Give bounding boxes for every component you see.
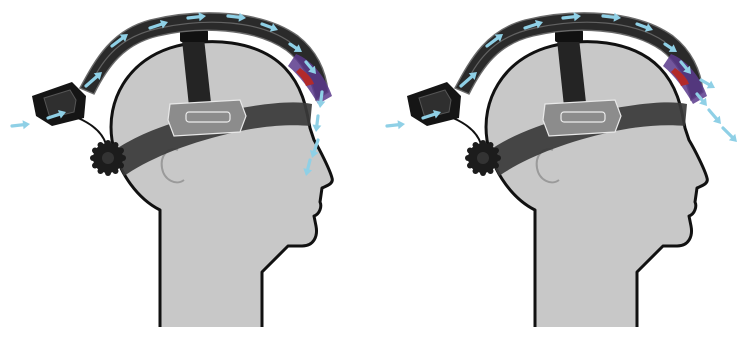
ratchet-knob-tooth	[493, 163, 499, 169]
head-silhouette	[111, 42, 332, 327]
ratchet-knob-tooth	[92, 148, 98, 154]
intake-arrow	[12, 120, 30, 129]
ratchet-knob-tooth	[467, 148, 473, 154]
ratchet-knob-tooth	[465, 155, 471, 161]
power-cable	[453, 118, 481, 144]
exhaust-arrow	[723, 128, 737, 142]
band-adjuster-plate	[168, 100, 246, 136]
panel-left-illustration	[0, 0, 375, 338]
ratchet-knob-tooth	[98, 168, 104, 174]
ratchet-knob-tooth	[473, 142, 479, 148]
ratchet-knob-tooth	[118, 163, 124, 169]
panel-right-illustration	[375, 0, 750, 338]
ratchet-knob-tooth	[480, 170, 486, 176]
ratchet-knob-tooth	[98, 142, 104, 148]
ratchet-knob-tooth	[120, 155, 126, 161]
ratchet-knob-hub	[477, 152, 489, 164]
intake-arrow	[387, 120, 405, 129]
ratchet-knob-tooth	[105, 140, 111, 146]
head-silhouette	[486, 42, 707, 327]
band-adjuster-plate	[543, 100, 621, 136]
power-cable	[78, 118, 106, 144]
exhaust-arrow	[312, 116, 321, 132]
ratchet-knob-tooth	[467, 163, 473, 169]
ratchet-knob-tooth	[113, 168, 119, 174]
ratchet-knob-tooth	[488, 142, 494, 148]
panel-left	[0, 0, 375, 338]
exhaust-arrow	[709, 110, 721, 124]
panel-right	[375, 0, 750, 338]
ratchet-knob-tooth	[473, 168, 479, 174]
ratchet-knob-tooth	[480, 140, 486, 146]
ratchet-knob-hub	[102, 152, 114, 164]
ratchet-knob-tooth	[90, 155, 96, 161]
ratchet-knob-tooth	[105, 170, 111, 176]
ratchet-knob-tooth	[488, 168, 494, 174]
ratchet-knob-tooth	[493, 148, 499, 154]
ratchet-knob-tooth	[118, 148, 124, 154]
ratchet-knob-tooth	[495, 155, 501, 161]
ratchet-knob-tooth	[113, 142, 119, 148]
ratchet-knob-tooth	[92, 163, 98, 169]
